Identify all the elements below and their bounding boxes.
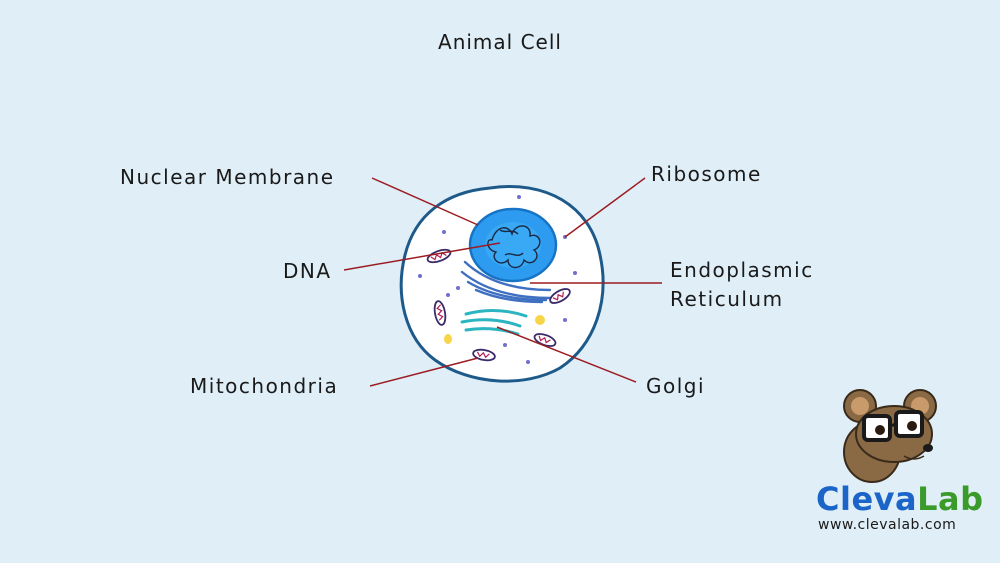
vesicle (444, 334, 452, 344)
dna-strands (487, 225, 541, 269)
label-ribosome: Ribosome (651, 162, 762, 186)
leader-golgi (496, 326, 637, 383)
brand-url[interactable]: www.clevalab.com (818, 517, 957, 533)
label-golgi: Golgi (646, 374, 706, 398)
nucleolus (485, 222, 541, 268)
leader-dna (343, 242, 501, 271)
vesicle (535, 315, 545, 325)
brand-name-part1: Cleva (816, 480, 918, 518)
label-endoplasmic-line2: Reticulum (670, 287, 784, 311)
label-dna: DNA (283, 259, 332, 283)
endoplasmic-reticulum (460, 260, 552, 304)
leader-nuclear-membrane (371, 177, 479, 226)
ribosome-dots (418, 195, 577, 364)
diagram-title: Animal Cell (438, 30, 562, 54)
mitochondria-group (426, 248, 571, 362)
mouse-with-glasses-icon (843, 389, 937, 483)
label-endoplasmic-line1: Endoplasmic (670, 258, 814, 282)
brand-logo: ClevaLab (816, 480, 984, 518)
leader-ribosome (564, 177, 646, 238)
leader-lines (343, 177, 662, 387)
label-nuclear-membrane: Nuclear Membrane (120, 165, 335, 189)
brand-name-part2: Lab (917, 480, 984, 518)
leader-mitochondria (369, 357, 479, 387)
label-mitochondria: Mitochondria (190, 374, 339, 398)
